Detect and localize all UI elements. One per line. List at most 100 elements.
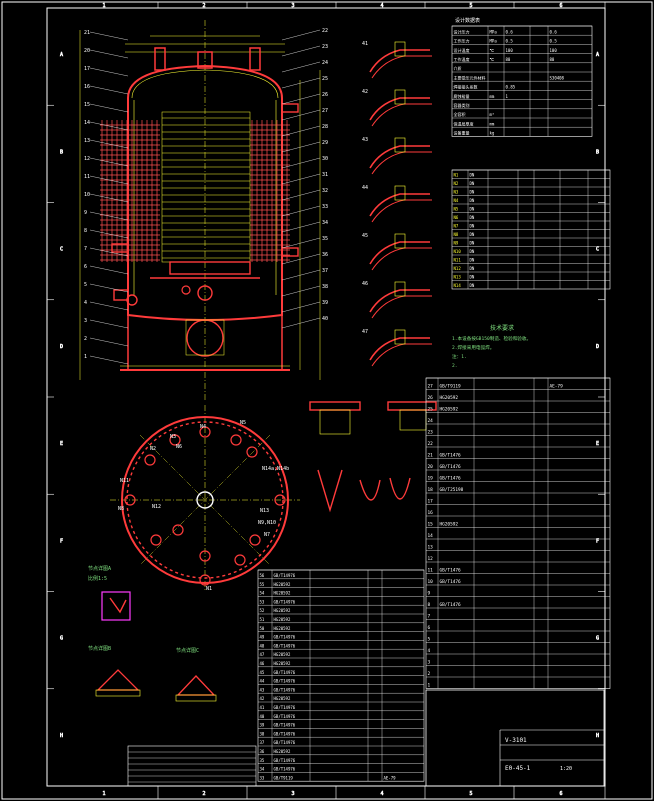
table-cell: 35 bbox=[260, 758, 265, 763]
table-cell: 19 bbox=[428, 476, 434, 482]
table-cell: 工作温度 bbox=[454, 56, 470, 62]
table-cell: 49 bbox=[260, 635, 265, 640]
table-cell: N5 bbox=[454, 207, 459, 212]
svg-text:节点详图A: 节点详图A bbox=[88, 565, 111, 572]
table-cell: 38 bbox=[260, 731, 265, 736]
drawing-number: V-3101 bbox=[505, 737, 527, 744]
nozzle-label: N7 bbox=[264, 532, 270, 538]
table-cell: HG20592 bbox=[274, 696, 291, 701]
table-cell: DN bbox=[470, 283, 475, 288]
table-cell: 55 bbox=[260, 582, 265, 587]
tech-req-line: 2.焊接采用电弧焊。 bbox=[452, 344, 494, 351]
row-mark: D bbox=[60, 344, 63, 350]
leader-number: 2 bbox=[84, 336, 87, 342]
table-cell: 23 bbox=[428, 430, 434, 436]
table-cell: GB/T14976 bbox=[274, 635, 296, 640]
table-cell: N3 bbox=[454, 190, 459, 195]
table-cell: GB/T1476 bbox=[440, 602, 462, 608]
tech-req-line: 注：1. bbox=[452, 353, 467, 360]
leader-number: 16 bbox=[84, 84, 90, 90]
table-cell: m³ bbox=[490, 112, 495, 117]
leader-number: 5 bbox=[84, 282, 87, 288]
nozzle-label: N5 bbox=[240, 420, 246, 426]
table-cell: 25 bbox=[428, 407, 434, 413]
table-cell: GB/T14976 bbox=[274, 740, 296, 745]
row-mark: E bbox=[596, 441, 599, 447]
table-cell: 100 bbox=[550, 48, 558, 53]
table-cell: 设计压力 bbox=[454, 28, 470, 34]
table-cell: DN bbox=[470, 258, 475, 263]
col-mark: 6 bbox=[560, 3, 563, 9]
leader-number: 34 bbox=[322, 220, 328, 226]
table-cell: 14 bbox=[428, 533, 434, 539]
table-cell: 48 bbox=[260, 643, 265, 648]
table-cell: 9 bbox=[428, 591, 431, 597]
col-mark: 1 bbox=[103, 3, 106, 9]
table-cell: DN bbox=[470, 207, 475, 212]
table-cell: 保温层厚度 bbox=[454, 120, 474, 126]
table-cell: GB/T14976 bbox=[274, 679, 296, 684]
col-mark: 3 bbox=[292, 791, 295, 797]
table-cell: 21 bbox=[428, 453, 434, 459]
table-title: 设计数据表 bbox=[455, 17, 480, 24]
leader-number: 9 bbox=[84, 210, 87, 216]
table-cell: N6 bbox=[454, 215, 459, 220]
table-cell: 0.6 bbox=[550, 29, 558, 34]
table-cell: 52 bbox=[260, 608, 265, 613]
leader-number: 7 bbox=[84, 246, 87, 252]
leader-number: 10 bbox=[84, 192, 90, 198]
leader-number: 8 bbox=[84, 228, 87, 234]
table-cell: 50 bbox=[260, 626, 265, 631]
table-cell: 主要受压元件材料 bbox=[454, 74, 486, 80]
table-cell: N4 bbox=[454, 198, 459, 203]
row-mark: F bbox=[596, 538, 599, 544]
table-cell: GB/T14976 bbox=[274, 767, 296, 772]
table-cell: N11 bbox=[454, 258, 462, 263]
table-cell: HG20592 bbox=[274, 608, 291, 613]
table-cell: N7 bbox=[454, 224, 459, 229]
table-cell: 41 bbox=[260, 705, 265, 710]
table-cell: 46 bbox=[260, 661, 265, 666]
col-mark: 1 bbox=[103, 791, 106, 797]
table-cell: HG20592 bbox=[274, 591, 291, 596]
table-cell: kg bbox=[490, 131, 495, 136]
row-mark: D bbox=[596, 344, 599, 350]
table-cell: 全容积 bbox=[454, 111, 466, 117]
table-cell: 8 bbox=[428, 602, 431, 608]
table-cell: 54 bbox=[260, 591, 265, 596]
table-cell: N14 bbox=[454, 283, 462, 288]
leader-number: 32 bbox=[322, 188, 328, 194]
row-mark: B bbox=[60, 149, 63, 155]
table-cell: 37 bbox=[260, 740, 265, 745]
table-cell: HG20592 bbox=[274, 617, 291, 622]
row-mark: H bbox=[60, 733, 63, 739]
col-mark: 5 bbox=[470, 791, 473, 797]
table-cell: 34 bbox=[260, 767, 265, 772]
table-cell: GB/T1476 bbox=[440, 568, 462, 574]
table-cell: GB/T1476 bbox=[440, 453, 462, 459]
leader-number: 37 bbox=[322, 268, 328, 274]
table-cell: 80 bbox=[550, 57, 555, 62]
table-cell: DN bbox=[470, 215, 475, 220]
detail-number: 41 bbox=[362, 41, 368, 47]
table-cell: 11 bbox=[428, 568, 434, 574]
table-cell: GB/T14976 bbox=[274, 758, 296, 763]
leader-number: 11 bbox=[84, 174, 90, 180]
detail-number: 45 bbox=[362, 233, 368, 239]
table-cell: 设备重量 bbox=[454, 130, 470, 136]
col-mark: 5 bbox=[470, 3, 473, 9]
table-cell: 56 bbox=[260, 573, 265, 578]
table-cell: GB/T1476 bbox=[440, 579, 462, 585]
table-cell: GB/T14976 bbox=[274, 723, 296, 728]
table-cell: 1 bbox=[506, 94, 509, 99]
table-cell: 16 bbox=[428, 510, 434, 516]
col-mark: 2 bbox=[203, 791, 206, 797]
